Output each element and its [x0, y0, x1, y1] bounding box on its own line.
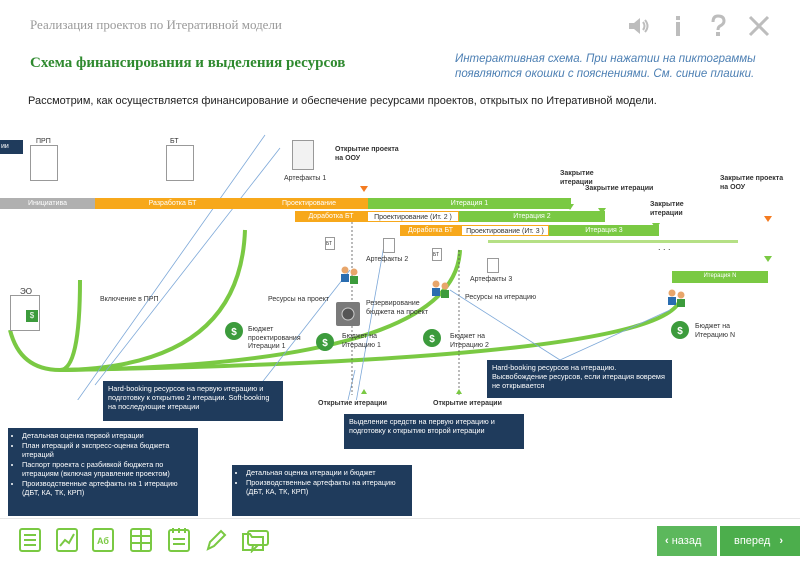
- stage-design: Проектирование: [250, 198, 368, 209]
- bt-small-label-1: БТ: [326, 241, 333, 247]
- safe-icon: [336, 302, 360, 326]
- list-item: Производственные артефакты на 1 итерацию…: [22, 479, 193, 497]
- label-reserve-budget: Резервирование бюджета на проект: [366, 300, 429, 316]
- label-closing-oou: Закрытие проекта на ООУ: [720, 175, 784, 191]
- svg-text:$: $: [231, 327, 237, 338]
- list-item: Детальная оценка первой итерации: [22, 431, 193, 440]
- people-icon: [341, 266, 685, 307]
- svg-text:$: $: [677, 326, 683, 337]
- label-budget-design: Бюджет проектирования Итерации 1: [248, 326, 301, 350]
- label-artifacts-3: Артефакты 3: [470, 276, 513, 283]
- label-inclusion-prp: Включение в ПРП: [100, 296, 159, 303]
- stage-design-it2: Проектирование (Ит. 2 ): [367, 211, 459, 222]
- corner-label: ии: [0, 140, 23, 154]
- stage-iteration-2: Итерация 2: [459, 211, 605, 222]
- svg-text:$: $: [322, 338, 328, 349]
- soft-booking-line: [488, 240, 738, 243]
- intro-text: Рассмотрим, как осуществляется финансиро…: [28, 95, 657, 107]
- chevron-left-icon: ‹: [665, 535, 669, 547]
- label-resources-project: Ресурсы на проект: [268, 296, 330, 303]
- label-budget-iteration-n: Бюджет на Итерацию N: [695, 323, 736, 339]
- back-button-label: назад: [671, 535, 702, 547]
- page-title: Схема финансирования и выделения ресурсо…: [30, 55, 346, 71]
- notes-icon[interactable]: [167, 527, 191, 553]
- note-mid-list[interactable]: Детальная оценка итерации и бюджет Произ…: [232, 465, 412, 516]
- label-opening-iteration-b: Открытие итерации: [433, 400, 502, 407]
- stage-design-it3: Проектирование (Ит. 3 ): [461, 225, 549, 236]
- stage-ellipsis: . . .: [658, 242, 671, 252]
- glossary-icon[interactable]: Аб: [91, 527, 115, 553]
- app-title: Реализация проектов по Итеративной модел…: [30, 17, 282, 32]
- label-opening-iteration-a: Открытие итерации: [318, 400, 387, 407]
- note-funds-allocation[interactable]: Выделение средств на первую итерацию и п…: [344, 414, 524, 449]
- label-budget-iteration-1: Бюджет на Итерацию 1: [342, 333, 381, 349]
- stage-bt-rework-2: Доработка БТ: [295, 211, 367, 222]
- eo-label: ЭО: [20, 287, 32, 296]
- back-button[interactable]: ‹ назад: [657, 526, 717, 556]
- bt-document-icon[interactable]: [166, 145, 194, 181]
- list-icon[interactable]: [18, 527, 42, 553]
- list-item: Паспорт проекта с разбивкой бюджета по и…: [22, 460, 193, 478]
- note-hardbooking-iteration[interactable]: Hard-booking ресурсов на итерацию. Высво…: [487, 360, 672, 398]
- help-icon[interactable]: [704, 12, 732, 40]
- stage-bt-rework-3: Доработка БТ: [400, 225, 461, 236]
- list-item: План итераций и экспресс-оценка бюджета …: [22, 441, 193, 459]
- stage-bt-development: Разработка БТ: [95, 198, 250, 209]
- diagram-canvas: $ $ $ $: [8, 134, 772, 400]
- artifacts2-document-icon[interactable]: [383, 238, 395, 253]
- label-artifacts-2: Артефакты 2: [366, 256, 409, 263]
- svg-text:Аб: Аб: [97, 536, 109, 546]
- list-item: Детальная оценка итерации и бюджет: [246, 468, 407, 477]
- stage-iteration-3: Итерация 3: [549, 225, 659, 236]
- prp-document-icon[interactable]: [30, 145, 58, 181]
- chart-icon[interactable]: [55, 527, 79, 553]
- label-closing-iteration-2: Закрытие итерации: [585, 185, 654, 192]
- bt-small-label-2: БТ: [433, 252, 440, 258]
- label-artifacts-1: Артефакты 1: [284, 175, 327, 182]
- comment-icon[interactable]: [246, 527, 270, 553]
- folder-icon[interactable]: [241, 527, 265, 553]
- next-button-label: вперед: [734, 535, 771, 547]
- close-icon[interactable]: [745, 12, 773, 40]
- list-item: Производственные артефакты на итерацию (…: [246, 478, 407, 496]
- bt-label: БТ: [170, 138, 179, 145]
- speaker-icon[interactable]: [624, 12, 652, 40]
- note-left-list[interactable]: Детальная оценка первой итерации План ит…: [8, 428, 198, 516]
- edit-icon[interactable]: [204, 527, 228, 553]
- stage-iteration-n: Итерация N: [672, 271, 768, 283]
- label-budget-iteration-2: Бюджет на Итерацию 2: [450, 333, 489, 349]
- label-opening-oou: Открытие проекта на ООУ: [335, 146, 399, 162]
- artifacts3-document-icon[interactable]: [487, 258, 499, 273]
- chevron-right-icon: ›: [779, 535, 784, 547]
- artifacts1-document-icon[interactable]: [292, 140, 314, 170]
- stage-initiation: Инициатива: [0, 198, 95, 209]
- info-icon[interactable]: [664, 12, 692, 40]
- next-button[interactable]: вперед ›: [720, 526, 800, 556]
- hint-text: Интерактивная схема. При нажатии на пикт…: [455, 53, 756, 80]
- label-closing-iteration-3: Закрытие итерации: [650, 201, 684, 217]
- note-hardbooking-first[interactable]: Hard-booking ресурсов на первую итерацию…: [103, 381, 283, 421]
- svg-text:$: $: [429, 334, 435, 345]
- coin-icons: [225, 321, 689, 351]
- table-icon[interactable]: [129, 527, 153, 553]
- label-closing-iteration-1: Закрытие итерации: [560, 170, 594, 186]
- prp-label: ПРП: [36, 138, 51, 145]
- stage-iteration-1: Итерация 1: [368, 198, 571, 209]
- money-icon: $: [26, 310, 38, 322]
- label-resources-iteration: Ресурсы на итерацию: [465, 294, 537, 301]
- bt-small-doc-1[interactable]: [325, 237, 335, 250]
- bt-small-doc-2[interactable]: [432, 248, 442, 261]
